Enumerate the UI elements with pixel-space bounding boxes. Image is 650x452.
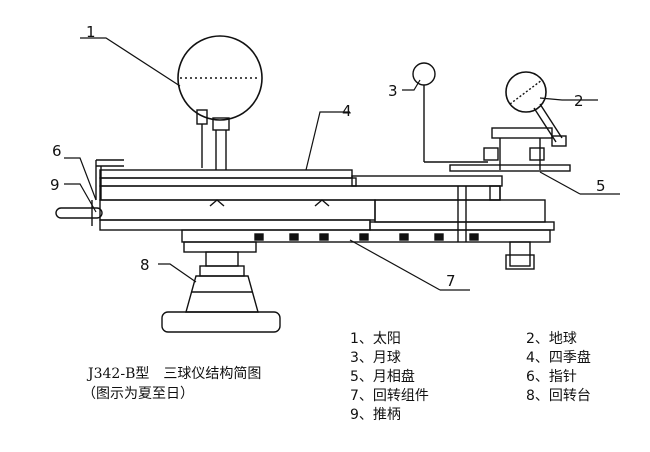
leader-lines xyxy=(64,37,620,291)
caption-title: J342-B型 三球仪结构简图 xyxy=(86,365,261,382)
pointer xyxy=(95,159,124,200)
callout-2: 2 xyxy=(574,92,584,110)
legend-item: 4、四季盘 xyxy=(526,349,591,366)
legend-item: 7、回转组件 xyxy=(350,388,429,404)
moon xyxy=(412,62,488,163)
callout-7: 7 xyxy=(446,272,456,290)
earth xyxy=(483,71,567,170)
sun xyxy=(177,35,263,170)
legend: 1、太阳 3、月球 5、月相盘 7、回转组件 9、推柄 2、地球 4、四季盘 6… xyxy=(350,331,591,423)
callout-3: 3 xyxy=(388,82,398,100)
legend-item: 5、月相盘 xyxy=(350,368,415,385)
turntable xyxy=(161,241,281,333)
season-disk xyxy=(99,169,503,187)
legend-item: 3、月球 xyxy=(350,350,401,366)
legend-item: 1、太阳 xyxy=(350,331,401,347)
legend-item: 6、指针 xyxy=(526,369,577,385)
callout-4: 4 xyxy=(342,102,352,120)
callout-9: 9 xyxy=(50,176,60,194)
callout-6: 6 xyxy=(52,142,62,160)
legend-item: 2、地球 xyxy=(526,331,577,347)
caption-subtitle: （图示为夏至日） xyxy=(82,386,194,402)
legend-item: 9、推柄 xyxy=(350,407,401,423)
callout-5: 5 xyxy=(596,177,606,195)
caption: J342-B型 三球仪结构简图 （图示为夏至日） xyxy=(82,365,261,402)
push-handle xyxy=(55,200,103,226)
callout-8: 8 xyxy=(140,256,150,274)
rotating-assembly xyxy=(99,185,555,270)
moon-phase-disk xyxy=(449,164,571,172)
callout-1: 1 xyxy=(86,23,96,41)
legend-item: 8、回转台 xyxy=(526,388,591,404)
